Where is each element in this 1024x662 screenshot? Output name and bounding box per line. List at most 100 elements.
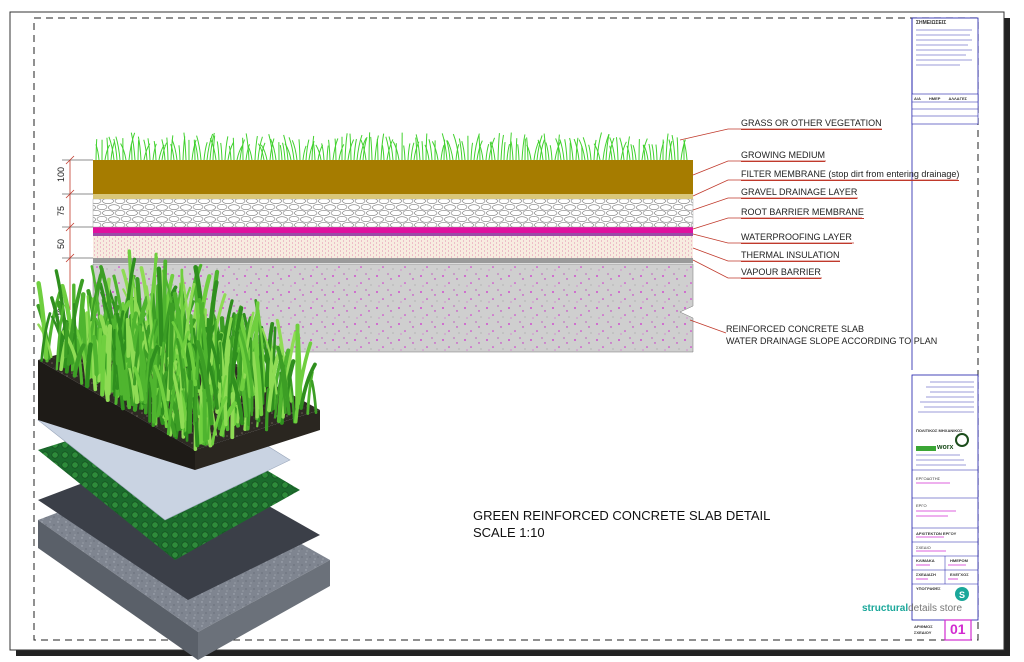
grass-blade <box>209 138 217 161</box>
label-waterproofing: WATERPROOFING LAYER <box>741 232 852 244</box>
sheet-number-label: ΑΡΙΘΜΟΣ ΣΧΕΔΙΟΥ <box>914 624 933 635</box>
grass-blade <box>559 139 565 161</box>
grass-blade-3d <box>172 282 183 363</box>
grass-blade <box>428 139 433 161</box>
architect-label: ΑΡΧΙΤΕΚΤΩΝ ΕΡΓΟΥ <box>916 531 957 536</box>
title-block: S <box>911 17 979 641</box>
grass-blade-3d <box>242 312 256 386</box>
growing-medium-layer <box>93 160 693 194</box>
grass-blade <box>461 141 466 161</box>
grass-blade <box>539 139 545 161</box>
grass-blade <box>549 145 553 161</box>
label-drainage-slope: WATER DRAINAGE SLOPE ACCORDING TO PLAN <box>726 336 938 346</box>
grass-blade <box>360 139 367 161</box>
grass-blade-3d <box>254 350 264 417</box>
grass-blade <box>536 135 543 161</box>
grass-blade <box>605 134 610 161</box>
grass-blade <box>425 133 428 161</box>
grass-blade <box>370 136 373 161</box>
grass-blade-3d <box>187 342 198 387</box>
grass-blade-3d <box>228 314 236 384</box>
grass-blade-3d <box>257 308 267 393</box>
grass-blade-3d <box>171 321 188 367</box>
grass-blade-3d <box>187 379 193 434</box>
grass-blade <box>569 137 574 161</box>
grass-blade <box>609 137 616 161</box>
grass-blade <box>526 144 532 161</box>
grass-blade <box>245 144 250 161</box>
grass-blade-3d <box>264 387 270 432</box>
grass-blade <box>161 139 166 161</box>
grass-blade <box>642 144 646 161</box>
grass-blade <box>415 137 418 161</box>
drawing-title: GREEN REINFORCED CONCRETE SLAB DETAIL <box>473 508 771 523</box>
label-filter-membrane: FILTER MEMBRANE (stop dirt from entering… <box>741 169 960 181</box>
grass-blade-3d <box>72 343 86 378</box>
thermal-insulation-layer <box>93 236 693 258</box>
exploded-3d-illustration <box>36 249 330 660</box>
grass-blade <box>247 145 253 161</box>
grass-blade-3d <box>230 306 244 383</box>
grass-blade <box>178 145 181 161</box>
grass-blade-3d <box>144 319 157 393</box>
grass-blade-3d <box>195 301 205 381</box>
grass-blade <box>578 139 586 161</box>
grass-blade-3d <box>219 341 223 377</box>
grass-blade <box>376 138 379 161</box>
grass-blade <box>593 139 597 161</box>
grass-blade <box>545 142 550 161</box>
dimension-label: 100 <box>56 167 66 182</box>
grass-blade <box>476 140 483 161</box>
grass-blade <box>441 133 448 161</box>
grass-blade <box>270 138 277 161</box>
grass-blade <box>95 144 100 161</box>
grass-blade-3d <box>176 330 190 376</box>
grass-blade <box>680 139 686 161</box>
grass-blade <box>415 134 421 161</box>
grass-blade <box>353 138 357 161</box>
label-vapour-barrier: VAPOUR BARRIER <box>741 267 821 279</box>
grass-blade <box>260 144 268 161</box>
grass-blade <box>490 141 496 161</box>
grass-blade <box>619 137 625 161</box>
grass-blade-3d <box>172 291 186 380</box>
filter-membrane-layer <box>93 194 693 199</box>
grass-blade <box>424 144 430 161</box>
grass-blade <box>648 143 652 161</box>
grass-blade-3d <box>261 327 278 395</box>
grass-blade <box>344 133 348 161</box>
rev-col-date: ΗΜΕΡ <box>928 96 941 101</box>
grass-blade <box>206 133 214 161</box>
grass-blade-3d <box>206 361 219 410</box>
grass-blade <box>147 138 151 161</box>
grass-blade <box>521 134 526 161</box>
grass-blade-3d <box>115 312 126 371</box>
grass-blade <box>582 137 589 161</box>
grass-blade-3d <box>40 312 52 363</box>
grass-blade <box>410 142 415 161</box>
grass-blade <box>216 141 220 161</box>
grass-blade <box>588 144 592 161</box>
grass-blade <box>381 145 385 161</box>
section-diagram: 100 75 50 200 <box>56 128 958 353</box>
grass-blade <box>171 139 178 161</box>
label-grass: GRASS OR OTHER VEGETATION <box>741 118 882 130</box>
drawing-scale: SCALE 1:10 <box>473 525 545 540</box>
grass-blade <box>268 134 274 161</box>
svg-text:S: S <box>959 590 965 600</box>
grass-blade-3d <box>36 281 49 360</box>
grass-blade <box>152 143 157 161</box>
grass-blade-3d <box>249 339 253 417</box>
grass-blade <box>315 144 322 161</box>
grass-blade <box>166 137 169 161</box>
grass-blade <box>356 134 363 161</box>
project-label: ΕΡΓΟ <box>916 503 927 508</box>
label-gravel-drainage: GRAVEL DRAINAGE LAYER <box>741 187 858 199</box>
drawing-label: ΣΧΕΔΙΟ <box>916 545 931 550</box>
grass-blade <box>332 138 339 161</box>
grass-blade <box>326 145 329 161</box>
grass-blade <box>506 144 510 161</box>
grass-blade <box>288 137 295 161</box>
grass-blade <box>479 144 484 161</box>
sheet-frame-dashed <box>33 17 979 641</box>
